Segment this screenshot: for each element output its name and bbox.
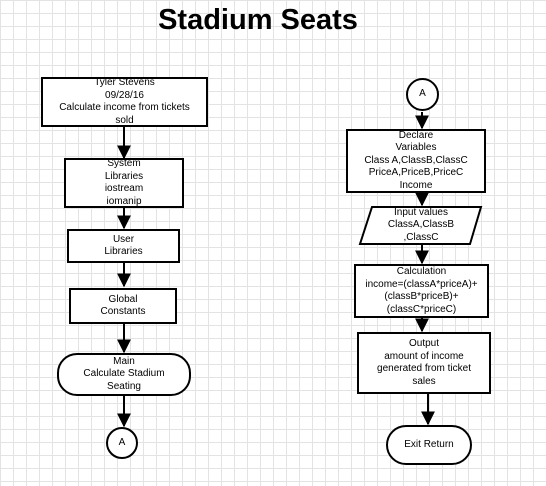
output-box: Output amount of income generated from t… <box>357 332 491 394</box>
right-connector-a: A <box>406 78 439 111</box>
user-libraries-line2: Libraries <box>104 246 143 257</box>
input-line3: ,ClassC <box>403 231 439 243</box>
calc-line1: Calculation <box>396 266 447 277</box>
system-libraries-box: System Libraries iostream iomanip <box>64 158 184 208</box>
header-desc-line1: Calculate income from tickets <box>59 102 190 113</box>
declare-variables-box: Declare Variables Class A,ClassB,ClassC … <box>346 129 486 193</box>
calculation-box: Calculation income=(classA*priceA)+ (cla… <box>354 264 489 318</box>
input-line1: Input values <box>394 206 448 218</box>
global-constants-line2: Constants <box>100 306 146 317</box>
header-date: 09/28/16 <box>105 89 144 101</box>
input-parallelogram-shape <box>358 206 483 245</box>
output-line4: sales <box>412 375 436 387</box>
page-title: Stadium Seats <box>158 4 358 36</box>
declare-line5: Income <box>399 179 433 191</box>
declare-line3: Class A,ClassB,ClassC <box>364 154 468 166</box>
declare-line4: PriceA,PriceB,PriceC <box>368 167 464 179</box>
input-line2: ClassA,ClassB <box>387 219 455 231</box>
exit-return-terminator: Exit Return <box>386 425 472 465</box>
user-libraries-line1: User <box>112 233 135 245</box>
header-info-box: Tyler Stevens 09/28/16 Calculate income … <box>41 77 208 127</box>
system-libraries-line4: iomanip <box>106 195 142 207</box>
main-terminator: Main Calculate Stadium Seating <box>57 353 191 396</box>
main-line1: Main <box>113 355 135 367</box>
main-line3: Seating <box>107 380 141 392</box>
calc-line3: (classB*priceB)+ <box>384 291 459 302</box>
left-connector-a: A <box>106 427 138 459</box>
exit-label: Exit Return <box>404 438 454 450</box>
declare-line2: Variables <box>395 142 437 154</box>
output-line1: Output <box>408 338 440 349</box>
system-libraries-line3: iostream <box>104 183 144 194</box>
user-libraries-box: User Libraries <box>67 229 180 263</box>
header-desc-line2: sold <box>115 114 134 126</box>
global-constants-line1: Global <box>108 293 138 305</box>
declare-line1: Declare <box>398 129 434 141</box>
output-line2: amount of income <box>384 350 464 362</box>
header-author: Tyler Stevens <box>94 77 155 88</box>
global-constants-box: Global Constants <box>69 288 177 324</box>
output-line3: generated from ticket <box>377 363 471 374</box>
right-connector-label: A <box>419 88 426 100</box>
left-connector-label: A <box>118 436 126 448</box>
calc-line2: income=(classA*priceA)+ <box>365 278 478 290</box>
calc-line4: (classC*priceC) <box>386 303 457 315</box>
main-line2: Calculate Stadium <box>83 368 165 380</box>
system-libraries-line2: Libraries <box>104 170 144 182</box>
input-values-text: Input values ClassA,ClassB ,ClassC <box>364 207 478 244</box>
system-libraries-line1: System <box>107 158 141 169</box>
